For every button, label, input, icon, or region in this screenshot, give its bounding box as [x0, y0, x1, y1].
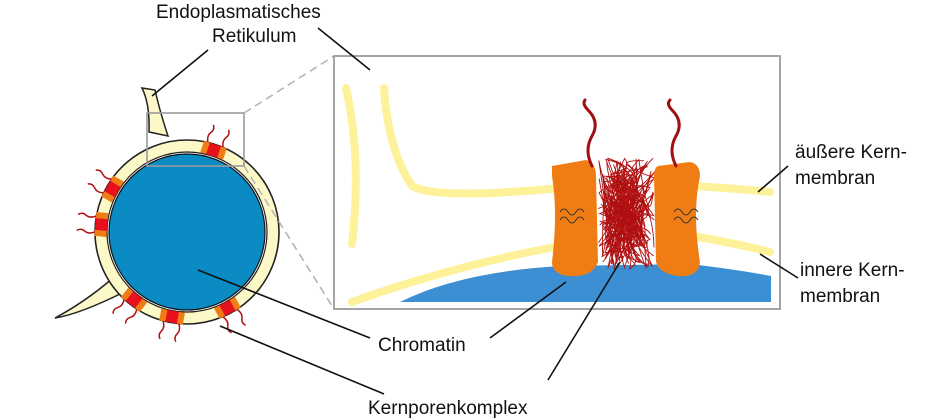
fg-fibril — [610, 165, 648, 230]
inner-membrane-left — [348, 242, 564, 306]
label-inner-membrane-line1: innere Kern- — [800, 260, 905, 281]
zoom-source-frame — [146, 112, 245, 167]
pore-channel — [125, 291, 143, 309]
fg-fibril — [603, 187, 643, 218]
spring-right-2 — [673, 216, 699, 224]
er-branch-top — [140, 87, 170, 138]
fg-fibril — [617, 157, 654, 269]
pore-ring-right — [159, 308, 168, 322]
fg-nucleoporin-mesh — [597, 157, 656, 270]
pore-ring-left — [229, 297, 241, 311]
zoom-connector-top — [243, 55, 335, 114]
cytoplasmic-filament-right — [666, 98, 681, 168]
pore-filament — [158, 320, 165, 340]
pore-ring-right — [95, 212, 109, 220]
leader-npc-right — [547, 261, 621, 381]
leader-er-right — [317, 27, 371, 71]
label-inner-membrane-line2: membran — [800, 286, 880, 307]
fg-fibril — [601, 170, 652, 270]
nuclear-pore — [112, 287, 148, 324]
outer-membrane-right — [688, 182, 774, 196]
pore-ring-left — [200, 140, 210, 155]
er-branch-bottom-left — [54, 276, 126, 319]
inner-membrane-right — [688, 232, 774, 256]
pore-filament — [77, 212, 97, 218]
pore-filament — [236, 308, 247, 327]
leader-er-left — [151, 49, 209, 97]
pore-channel — [206, 142, 222, 158]
pore-filament — [87, 183, 104, 194]
pore-group — [76, 124, 247, 343]
nuclear-pore — [87, 169, 124, 203]
pore-complex-left — [552, 160, 598, 277]
nucleus-overview — [54, 87, 280, 343]
pore-channel — [165, 309, 180, 324]
pore-channel — [219, 299, 236, 317]
pore-ring-left — [94, 229, 107, 237]
fg-fibril — [610, 171, 635, 264]
fg-fibril — [602, 174, 630, 264]
pore-ring-right — [110, 175, 124, 187]
label-outer-membrane-line2: membran — [795, 168, 875, 189]
zoom-detail-panel — [333, 55, 781, 310]
pore-filament — [76, 228, 95, 234]
pore-complex-right — [654, 162, 700, 277]
spring-right — [673, 208, 699, 216]
pore-filament — [174, 323, 181, 343]
cytoplasmic-filament-left — [582, 98, 597, 168]
leader-chromatin-right — [489, 281, 567, 339]
nuclear-pore — [200, 124, 230, 160]
label-outer-membrane-line1: äußere Kern- — [795, 142, 907, 163]
spring-left-2 — [559, 216, 585, 224]
leader-lines — [151, 27, 799, 395]
pore-channel — [104, 180, 121, 198]
spring-left — [559, 208, 585, 216]
label-chromatin: Chromatin — [378, 335, 466, 356]
nucleus-chromatin — [108, 153, 266, 311]
pore-filament — [222, 129, 230, 148]
pore-ring-left — [176, 311, 185, 325]
pore-ring-right — [120, 287, 134, 301]
zoom-connector-bottom — [243, 165, 335, 310]
pore-ring-left — [135, 298, 148, 312]
pore-ring-right — [213, 305, 225, 319]
leader-inner-membrane — [759, 253, 799, 279]
pore-filament — [124, 309, 138, 324]
pore-channel — [94, 218, 108, 232]
pore-ring-right — [217, 146, 227, 160]
leader-outer-membrane — [757, 165, 789, 193]
pore-ring-left — [101, 191, 115, 203]
leader-npc-left — [219, 325, 385, 395]
pore-filament — [95, 169, 112, 180]
pore-filament — [112, 299, 125, 314]
fg-fibril — [622, 160, 656, 263]
label-er-line2: Retikulum — [212, 26, 296, 47]
fg-fibril — [608, 182, 643, 260]
leader-chromatin-left — [197, 269, 371, 339]
pore-filament — [222, 316, 232, 334]
er-tube-left — [342, 84, 360, 248]
er-tube-outer — [380, 84, 564, 198]
nuclear-pore — [213, 297, 247, 334]
label-er-line1: Endoplasmatisches — [156, 2, 321, 23]
nuclear-pore — [76, 212, 109, 237]
nuclear-pore — [158, 308, 185, 343]
pore-filament — [206, 124, 215, 143]
label-npc: Kernporenkomplex — [368, 398, 528, 419]
